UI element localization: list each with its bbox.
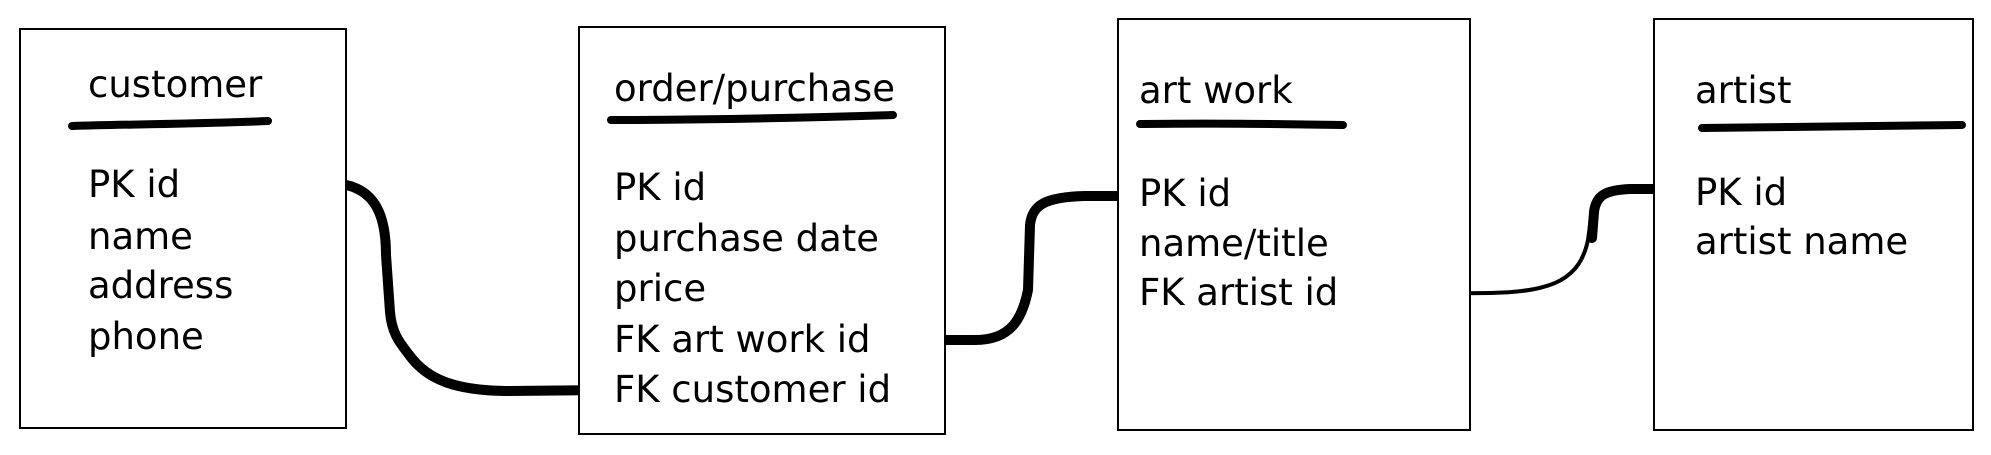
connector-customer-id-thick <box>325 178 615 396</box>
entity-box <box>19 28 347 429</box>
field-name: name <box>88 215 193 258</box>
connectors <box>236 178 1691 396</box>
field-artist-name: artist name <box>1695 220 1908 263</box>
field-price: price <box>614 267 706 310</box>
entity-title: artist <box>1695 69 1791 112</box>
field-purchase-date: purchase date <box>614 217 879 260</box>
title-underline <box>1698 121 1966 132</box>
entity-box <box>1653 18 1974 431</box>
entity-artist: artist PK id artist name <box>1653 18 1974 431</box>
field-name-title: name/title <box>1139 222 1329 265</box>
connector-artist-id <box>1376 208 1594 296</box>
entity-box <box>1117 18 1471 431</box>
entity-title: customer <box>88 63 263 106</box>
field-address: address <box>88 264 233 307</box>
field-pk-id: PK id <box>88 163 180 206</box>
entity-order-purchase: order/purchase PK id purchase date price… <box>578 26 946 435</box>
field-phone: phone <box>88 315 204 358</box>
field-pk-id: PK id <box>614 166 706 209</box>
entity-title: order/purchase <box>614 67 895 110</box>
connector-artist-id-thick <box>1587 184 1690 243</box>
entity-box <box>578 26 946 435</box>
field-fk-customer-id: FK customer id <box>614 368 891 411</box>
field-fk-art-work-id: FK art work id <box>614 318 871 361</box>
entity-title: art work <box>1139 69 1293 112</box>
title-underline <box>607 111 897 124</box>
field-pk-id: PK id <box>1139 172 1231 215</box>
title-underline <box>1136 119 1347 129</box>
field-pk-id: PK id <box>1695 171 1787 214</box>
field-fk-artist-id: FK artist id <box>1139 271 1338 314</box>
entity-art-work: art work PK id name/title FK artist id <box>1117 18 1471 431</box>
connector-artwork-id <box>912 191 1135 345</box>
entity-customer: customer PK id name address phone <box>19 28 347 429</box>
title-underline <box>68 117 272 130</box>
